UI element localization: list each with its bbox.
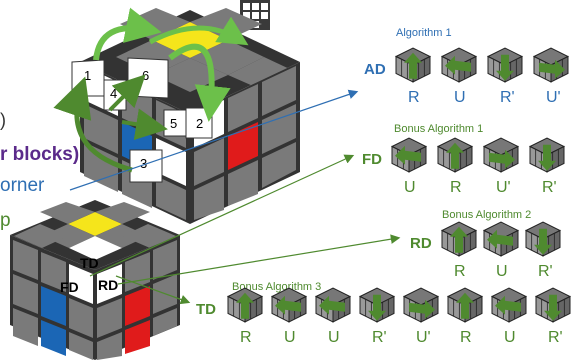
down-arrow-icon: [538, 144, 556, 171]
connector-arrow: [115, 275, 191, 305]
down-arrow-icon: [496, 54, 514, 81]
cube-number-3: 3: [140, 156, 147, 171]
cube-label-fd: FD: [60, 279, 79, 295]
left-arrow-icon: [445, 55, 471, 75]
algorithm-row: Algorithm 1 AD R U R' U': [364, 27, 570, 106]
move-label: R': [542, 179, 557, 196]
move-label: U: [496, 263, 508, 280]
up-arrow-icon: [446, 142, 464, 169]
right-arrow-icon: [409, 299, 435, 319]
up-arrow-icon: [450, 226, 468, 253]
cube-icon: [402, 287, 440, 323]
text-fragment-blocks: r blocks): [0, 144, 79, 165]
algorithm-tag: RD: [410, 235, 432, 252]
cube-icon: [270, 287, 308, 323]
move-label: U': [416, 329, 431, 346]
connector-arrow: [69, 89, 359, 191]
cube-number-1: 1: [84, 68, 91, 83]
move-label: R: [460, 329, 472, 346]
algorithm-rows: Algorithm 1 AD R U R' U' Bonus Algorithm 1 FD U R…: [196, 27, 572, 346]
move-label: R': [548, 329, 563, 346]
algorithm-tag: AD: [364, 61, 386, 78]
move-label: U: [454, 89, 466, 106]
move-label: R: [408, 89, 420, 106]
cube-icon: [440, 47, 478, 83]
move-label: R: [454, 263, 466, 280]
cube-number-6: 6: [142, 68, 149, 83]
left-arrow-icon: [275, 295, 301, 315]
move-label: R': [538, 263, 553, 280]
cube-icon: [436, 137, 474, 173]
cube-icon: [482, 137, 520, 173]
curved-arrow-icon: [93, 7, 162, 61]
text-fragment-paren: ): [0, 110, 6, 130]
move-label: U': [546, 89, 561, 106]
up-arrow-icon: [236, 292, 254, 319]
down-arrow-icon: [368, 294, 386, 321]
move-label: R: [240, 329, 252, 346]
right-arrow-icon: [539, 59, 565, 79]
cube-icon: [358, 287, 396, 323]
algorithm-tag: FD: [362, 151, 382, 168]
move-label: R: [450, 179, 462, 196]
cube-icon: [440, 221, 478, 257]
left-arrow-icon: [319, 295, 345, 315]
right-arrow-icon: [489, 149, 515, 169]
move-label: U: [504, 329, 516, 346]
cube-icon: [534, 287, 572, 323]
cube-icon: [226, 287, 264, 323]
cube-number-4: 4: [110, 86, 117, 101]
algorithm-title: Bonus Algorithm 1: [394, 123, 483, 135]
cube-number-2: 2: [196, 116, 203, 131]
algorithm-title: Algorithm 1: [396, 27, 452, 39]
cube-label-td: TD: [80, 255, 99, 271]
move-label: U': [496, 179, 511, 196]
up-arrow-icon: [456, 292, 474, 319]
text-fragment-corner: orner: [0, 175, 45, 196]
algorithm-title: Bonus Algorithm 3: [232, 281, 321, 293]
curved-arrow-icon: [148, 16, 249, 46]
cube-icon: [486, 47, 524, 83]
curved-arrow-icon: [53, 76, 133, 173]
text-fragment-p: p: [0, 210, 11, 231]
cube-icon: [524, 221, 562, 257]
connector-arrow: [117, 234, 401, 285]
algorithm-row: Bonus Algorithm 3 TD R U U R' U' R U R': [196, 281, 572, 346]
down-arrow-icon: [544, 294, 562, 321]
move-label: U: [404, 179, 416, 196]
left-arrow-icon: [487, 229, 513, 249]
algorithm-tag: TD: [196, 301, 216, 318]
down-arrow-icon: [534, 228, 552, 255]
move-label: R': [500, 89, 515, 106]
cube-icon: [446, 287, 484, 323]
cube-icon: [490, 287, 528, 323]
curved-arrow-icon: [108, 74, 146, 112]
left-arrow-icon: [395, 145, 421, 165]
top-cube: 1 2 3 4 5 6 7: [53, 0, 300, 224]
move-label: U: [284, 329, 296, 346]
move-label: R': [372, 329, 387, 346]
algorithm-title: Bonus Algorithm 2: [442, 209, 531, 221]
cube-number-5: 5: [170, 116, 177, 131]
cube-icon: [482, 221, 520, 257]
move-label: U: [328, 329, 340, 346]
cube-icon: [390, 137, 428, 173]
algorithm-row: Bonus Algorithm 1 FD U R U' R': [362, 123, 566, 196]
bottom-cube: TD FD RD: [10, 200, 180, 360]
cube-icon: [314, 287, 352, 323]
up-arrow-icon: [404, 52, 422, 79]
curved-arrow-icon: [121, 108, 168, 141]
cube-icon: [394, 47, 432, 83]
cube-icon: [532, 47, 570, 83]
left-arrow-icon: [495, 295, 521, 315]
cube-icon: [528, 137, 566, 173]
curved-arrow-icon: [168, 43, 231, 122]
connector-arrow: [89, 154, 355, 277]
algorithm-row: Bonus Algorithm 2 RD R U R': [410, 209, 562, 280]
cube-label-rd: RD: [98, 277, 118, 293]
